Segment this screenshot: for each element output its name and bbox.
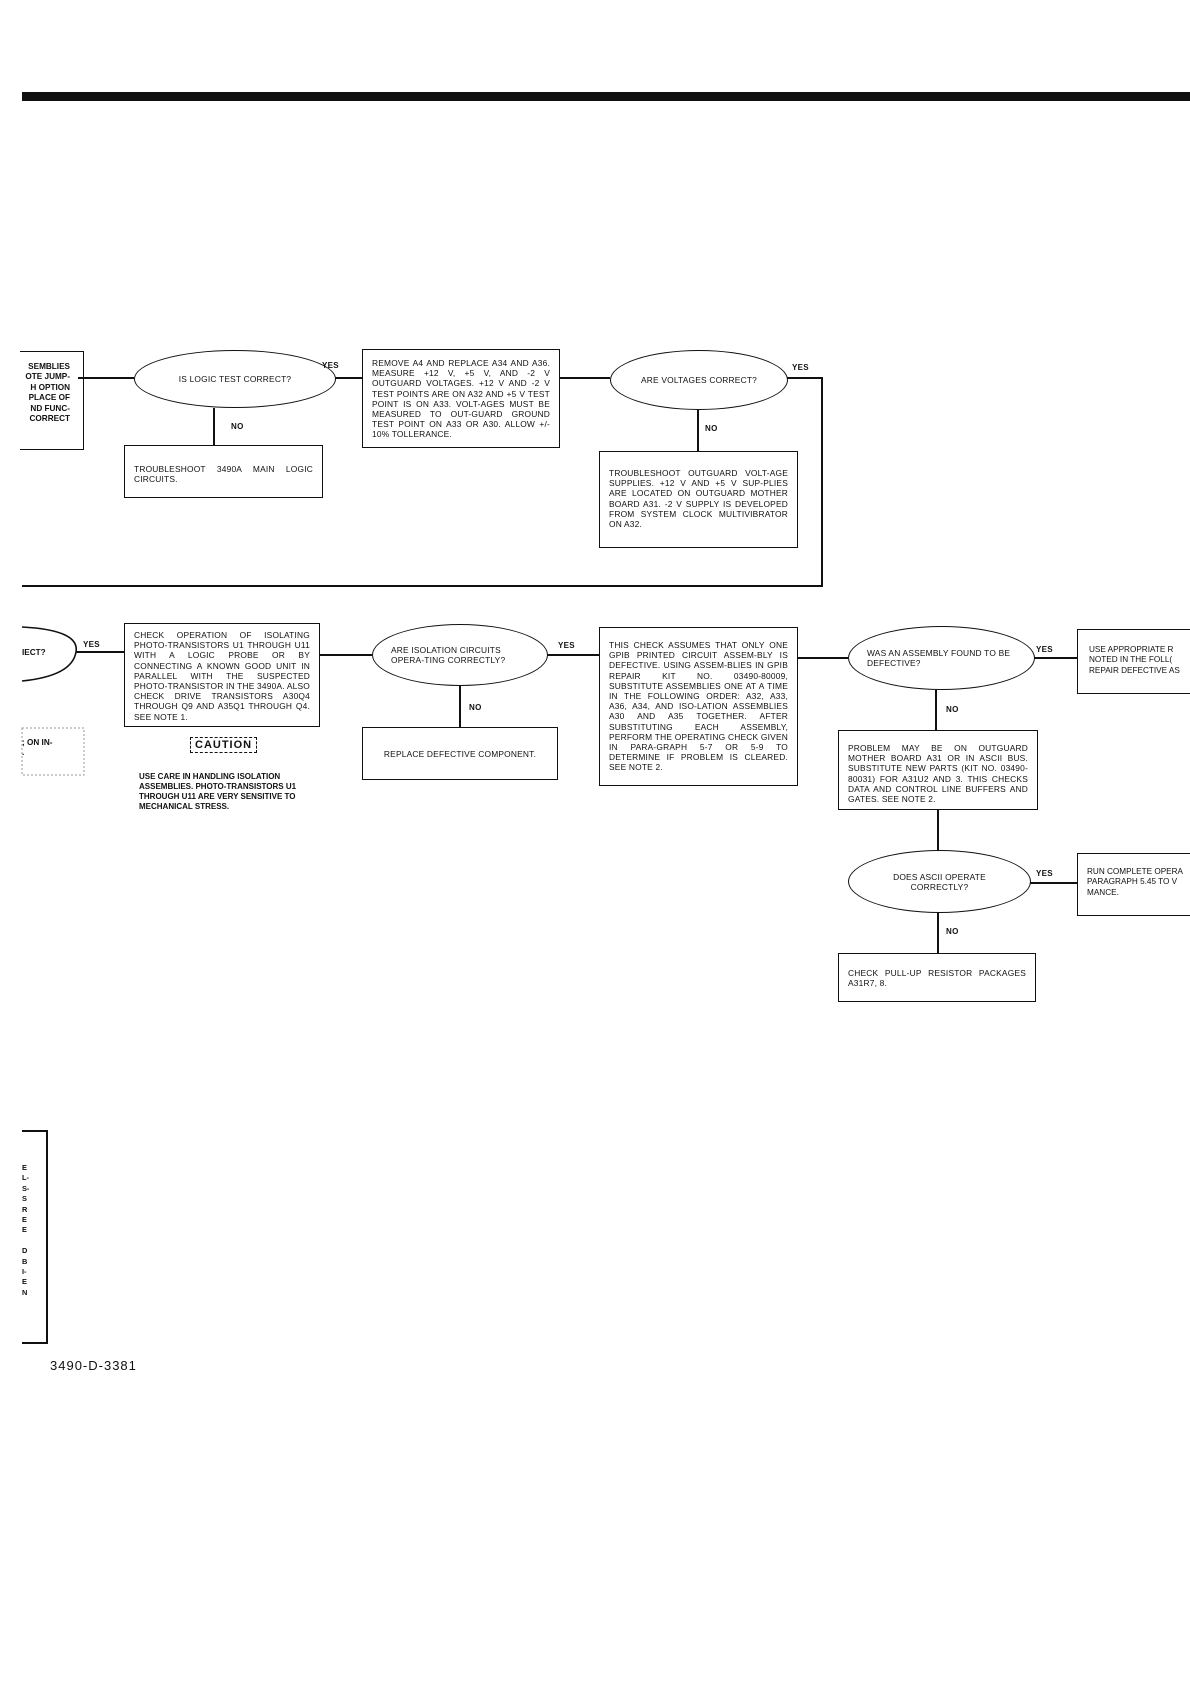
drawing-number: 3490-D-3381 <box>50 1358 137 1373</box>
decision-ascii-operate: DOES ASCII OPERATE CORRECTLY? <box>848 850 1031 913</box>
left-partial-oval-text: IECT? <box>22 648 46 657</box>
box-remove-a4: REMOVE A4 AND REPLACE A34 AND A36. MEASU… <box>362 349 560 448</box>
box-gpib-check: THIS CHECK ASSUMES THAT ONLY ONE GPIB PR… <box>599 627 798 786</box>
decision-voltages-correct: ARE VOLTAGES CORRECT? <box>610 350 788 410</box>
decision-isolation-circuits: ARE ISOLATION CIRCUITS OPERA-TING CORREC… <box>372 624 548 686</box>
box-troubleshoot-outguard: TROUBLESHOOT OUTGUARD VOLT-AGE SUPPLIES.… <box>599 451 798 548</box>
right-partial-box-run-text: RUN COMPLETE OPERA PARAGRAPH 5.45 TO V M… <box>1087 867 1183 897</box>
yes-label: YES <box>1036 645 1053 654</box>
yes-label: YES <box>792 363 809 372</box>
yes-label: YES <box>558 641 575 650</box>
decision-logic-test-text: IS LOGIC TEST CORRECT? <box>178 374 292 384</box>
decision-voltages-text: ARE VOLTAGES CORRECT? <box>640 375 758 385</box>
box-problem-outguard: PROBLEM MAY BE ON OUTGUARD MOTHER BOARD … <box>838 730 1038 810</box>
yes-label: YES <box>83 640 100 649</box>
yes-label: YES <box>1036 869 1053 878</box>
left-partial-box-text: SEMBLIES OTE JUMP- H OPTION PLACE OF ND … <box>25 362 70 424</box>
left-partial-mid-box-text: ; ON IN- . <box>22 738 53 758</box>
left-partial-box <box>20 351 84 450</box>
box-pullup-resistors: CHECK PULL-UP RESISTOR PACKAGES A31R7, 8… <box>838 953 1036 1002</box>
no-label: NO <box>469 703 482 712</box>
box-replace-component: REPLACE DEFECTIVE COMPONENT. <box>362 727 558 780</box>
right-partial-box-run <box>1077 853 1190 916</box>
right-partial-box-use <box>1077 629 1190 694</box>
no-label: NO <box>946 927 959 936</box>
yes-label: YES <box>322 361 339 370</box>
decision-assembly-text: WAS AN ASSEMBLY FOUND TO BE DEFECTIVE? <box>867 648 1011 668</box>
caution-label: CAUTION <box>190 737 258 753</box>
left-partial-bottom-text: E L- S- S R E E D B I- E N <box>22 1163 30 1297</box>
decision-logic-test: IS LOGIC TEST CORRECT? <box>134 350 336 408</box>
no-label: NO <box>705 424 718 433</box>
no-label: NO <box>946 705 959 714</box>
no-label: NO <box>231 422 244 431</box>
right-partial-box-use-text: USE APPROPRIATE R NOTED IN THE FOLL( REP… <box>1089 645 1180 675</box>
decision-assembly-defective: WAS AN ASSEMBLY FOUND TO BE DEFECTIVE? <box>848 626 1035 690</box>
top-rule <box>22 92 1190 101</box>
caution-text: USE CARE IN HANDLING ISOLATION ASSEMBLIE… <box>139 772 297 811</box>
decision-isolation-text: ARE ISOLATION CIRCUITS OPERA-TING CORREC… <box>391 645 506 665</box>
box-check-isolation: CHECK OPERATION OF ISOLATING PHOTO-TRANS… <box>124 623 320 727</box>
box-troubleshoot-main-logic: TROUBLESHOOT 3490A MAIN LOGIC CIRCUITS. <box>124 445 323 498</box>
decision-ascii-text: DOES ASCII OPERATE CORRECTLY? <box>893 871 986 892</box>
